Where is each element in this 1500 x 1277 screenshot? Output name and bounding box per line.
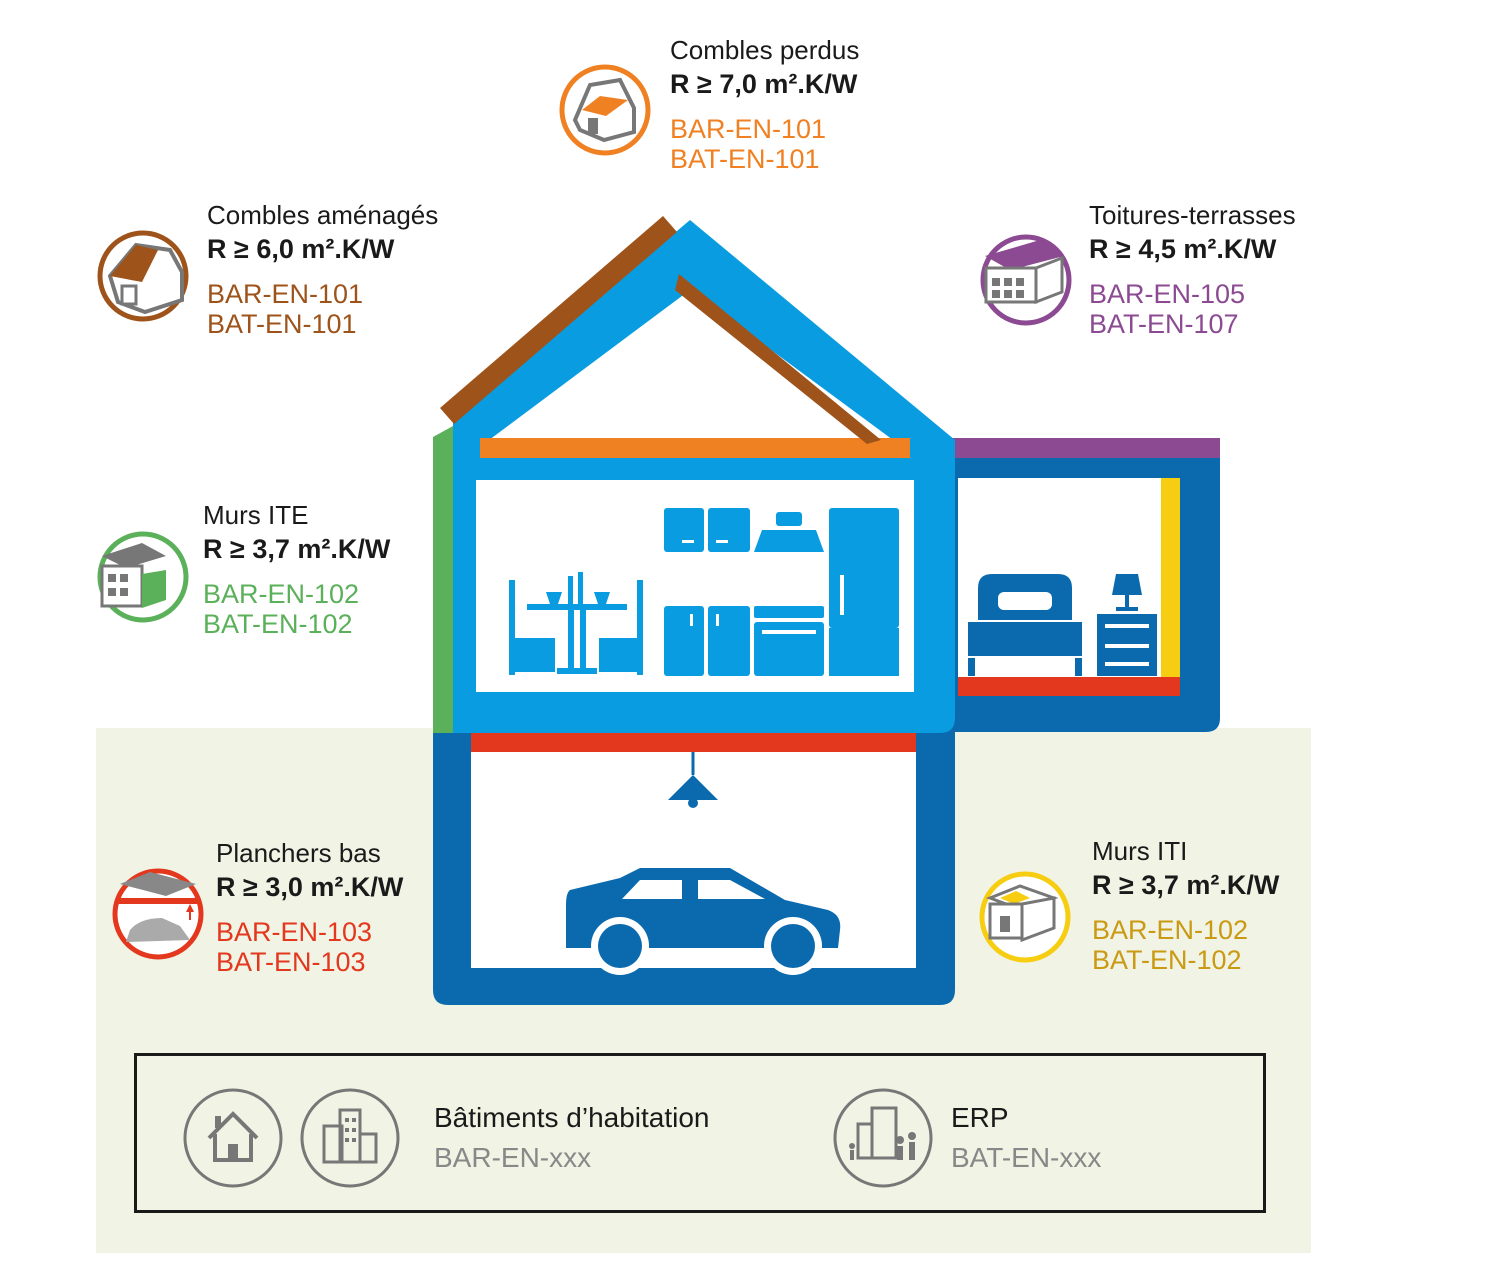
interior-wall-icon [979,871,1071,963]
murs-iti-title: Murs ITI [1092,836,1188,866]
murs-iti-insulation [1161,478,1180,696]
label-toitures-terrasses: Toitures-terrasses R ≥ 4,5 m².K/W BAR-EN… [1089,199,1296,339]
label-combles-perdus: Combles perdus R ≥ 7,0 m².K/W BAR-EN-101… [670,34,859,174]
label-combles-amenages: Combles aménagés R ≥ 6,0 m².K/W BAR-EN-1… [207,199,438,339]
legend-habitation: Bâtiments d’habitation BAR-EN-xxx [434,1098,710,1178]
house-icon [183,1088,283,1188]
toitures-terrasses-insulation [950,438,1220,458]
combles-perdus-code-bar: BAR-EN-101 [670,114,827,144]
murs-iti-code-bat: BAT-EN-102 [1092,945,1242,975]
planchers-bas-code-bat: BAT-EN-103 [216,947,366,977]
planchers-bas-code-bar: BAR-EN-103 [216,917,373,947]
combles-perdus-rvalue: R ≥ 7,0 m².K/W [670,69,858,99]
legend-habitation-title: Bâtiments d’habitation [434,1102,710,1133]
murs-ite-rvalue: R ≥ 3,7 m².K/W [203,534,391,564]
murs-ite-insulation [433,426,453,733]
murs-ite-code-bar: BAR-EN-102 [203,579,360,609]
combles-perdus-insulation [480,438,910,458]
attic-converted-icon [97,230,189,322]
murs-ite-code-bat: BAT-EN-102 [203,609,353,639]
floor-insulation-icon [112,868,204,960]
label-planchers-bas: Planchers bas R ≥ 3,0 m².K/W BAR-EN-103 … [216,837,403,977]
legend-box [134,1053,1266,1213]
combles-perdus-title: Combles perdus [670,35,860,65]
main-house [433,216,955,733]
legend-erp: ERP BAT-EN-xxx [951,1098,1101,1178]
apartment-building-icon [300,1088,400,1188]
legend-erp-code: BAT-EN-xxx [951,1142,1102,1173]
annex-floor-insulation [958,677,1180,696]
exterior-wall-icon [97,531,189,623]
kitchen-icon [664,508,899,676]
public-building-people-icon [833,1088,933,1188]
combles-amenages-insulation-inner [675,274,881,444]
murs-iti-rvalue: R ≥ 3,7 m².K/W [1092,870,1280,900]
attic-lost-icon [559,64,651,156]
legend-habitation-code: BAR-EN-xxx [434,1142,592,1173]
car-icon [566,868,841,975]
annex-bedroom [950,438,1220,732]
combles-amenages-insulation [440,216,677,424]
label-murs-ite: Murs ITE R ≥ 3,7 m².K/W BAR-EN-102 BAT-E… [203,499,390,639]
nightstand-icon [1097,574,1157,676]
toitures-terrasses-title: Toitures-terrasses [1089,200,1296,230]
flat-roof-icon [980,234,1072,326]
combles-amenages-title: Combles aménagés [207,200,439,230]
murs-iti-code-bar: BAR-EN-102 [1092,915,1249,945]
label-murs-iti: Murs ITI R ≥ 3,7 m².K/W BAR-EN-102 BAT-E… [1092,835,1279,975]
lamp-icon [668,752,718,808]
combles-amenages-code-bat: BAT-EN-101 [207,309,357,339]
planchers-bas-title: Planchers bas [216,838,381,868]
combles-amenages-code-bar: BAR-EN-101 [207,279,364,309]
legend-erp-title: ERP [951,1102,1009,1133]
combles-amenages-rvalue: R ≥ 6,0 m².K/W [207,234,395,264]
toitures-terrasses-code-bar: BAR-EN-105 [1089,279,1246,309]
planchers-bas-insulation [471,732,916,752]
planchers-bas-rvalue: R ≥ 3,0 m².K/W [216,872,404,902]
murs-ite-title: Murs ITE [203,500,309,530]
dining-set-icon [509,572,643,675]
bed-icon [968,574,1082,676]
toitures-terrasses-code-bat: BAT-EN-107 [1089,309,1239,339]
combles-perdus-code-bat: BAT-EN-101 [670,144,820,174]
toitures-terrasses-rvalue: R ≥ 4,5 m².K/W [1089,234,1277,264]
garage [433,730,955,1005]
